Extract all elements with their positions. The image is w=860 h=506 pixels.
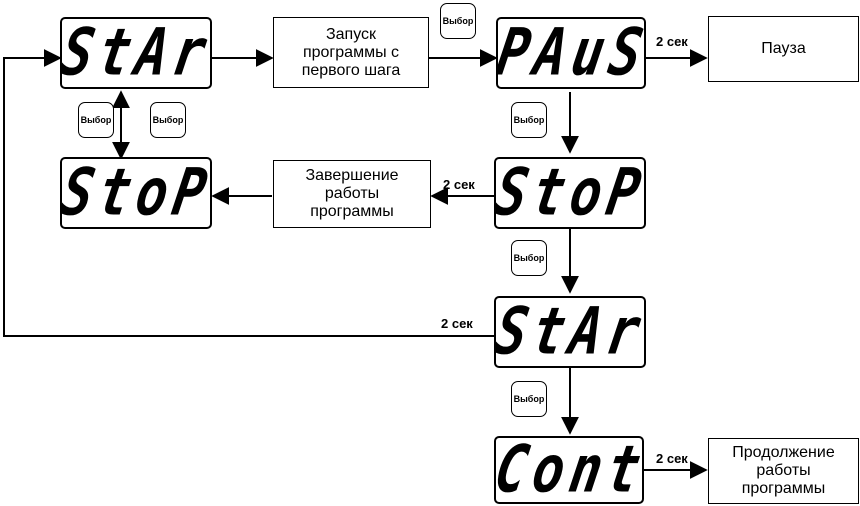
box-finish: Завершение работы программы <box>273 160 431 228</box>
display-text: StoP <box>60 157 212 229</box>
timer-label-cont: 2 сек <box>656 451 688 466</box>
box-pause: Пауза <box>708 16 859 82</box>
display-start-mid: StAr <box>494 296 646 368</box>
box-continue: Продолжение работы программы <box>708 438 859 504</box>
timer-label-return: 2 сек <box>441 316 473 331</box>
display-text: StoP <box>494 157 646 229</box>
arrow-return-loop <box>3 49 494 337</box>
display-start-top: StAr <box>60 17 212 89</box>
display-cont: Cont <box>494 436 644 504</box>
box-launch: Запуск программы с первого шага <box>273 17 429 88</box>
display-stop-left: StoP <box>60 157 212 229</box>
timer-label-pause: 2 сек <box>656 34 688 49</box>
display-pause: PAuS <box>496 17 646 89</box>
timer-label-stop: 2 сек <box>443 177 475 192</box>
display-text: PAuS <box>496 17 646 89</box>
select-button-start[interactable]: Выбор <box>511 381 547 417</box>
select-button-pause[interactable]: Выбор <box>511 102 547 138</box>
display-text: StAr <box>494 296 646 368</box>
display-text: Cont <box>494 436 644 504</box>
select-button-toggle-right[interactable]: Выбор <box>150 102 186 138</box>
display-stop-right: StoP <box>494 157 646 229</box>
display-text: StAr <box>60 17 212 89</box>
select-button-top[interactable]: Выбор <box>440 3 476 39</box>
select-button-toggle-left[interactable]: Выбор <box>78 102 114 138</box>
select-button-stop[interactable]: Выбор <box>511 240 547 276</box>
